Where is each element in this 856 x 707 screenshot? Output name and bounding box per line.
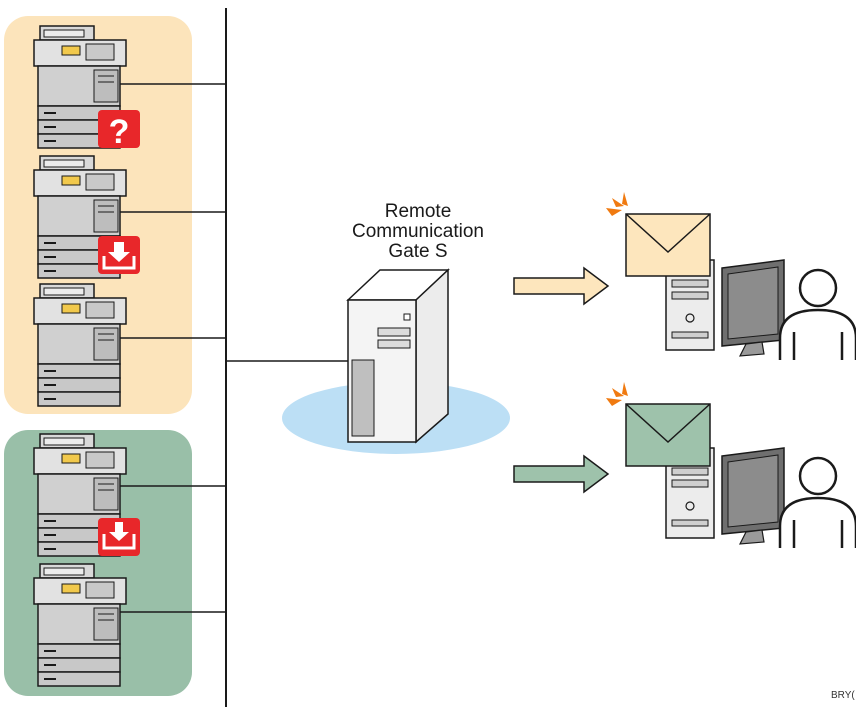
notification-arrow-1 [513, 266, 610, 306]
alert-spark-icon [606, 382, 628, 406]
figure-code: BRY( [831, 690, 855, 701]
device-5-printer-icon [33, 563, 127, 687]
notification-arrow-2 [513, 454, 610, 494]
server-label-line-3: Gate S [388, 241, 448, 262]
alert-spark-icon [606, 192, 628, 216]
server-label-line-2: Communication [352, 221, 484, 242]
server-label: Remote Communication Gate S [318, 202, 518, 262]
mail-envelope-icon [625, 213, 711, 277]
device-3-printer-icon [33, 283, 127, 407]
server-label-line-1: Remote [384, 201, 452, 222]
tray-download-badge-icon [98, 518, 140, 556]
mail-envelope-icon [625, 403, 711, 467]
question-badge-icon: ? [98, 110, 140, 151]
svg-text:?: ? [109, 113, 130, 151]
server-tower-icon [346, 268, 450, 444]
download-badge-icon [98, 236, 140, 274]
